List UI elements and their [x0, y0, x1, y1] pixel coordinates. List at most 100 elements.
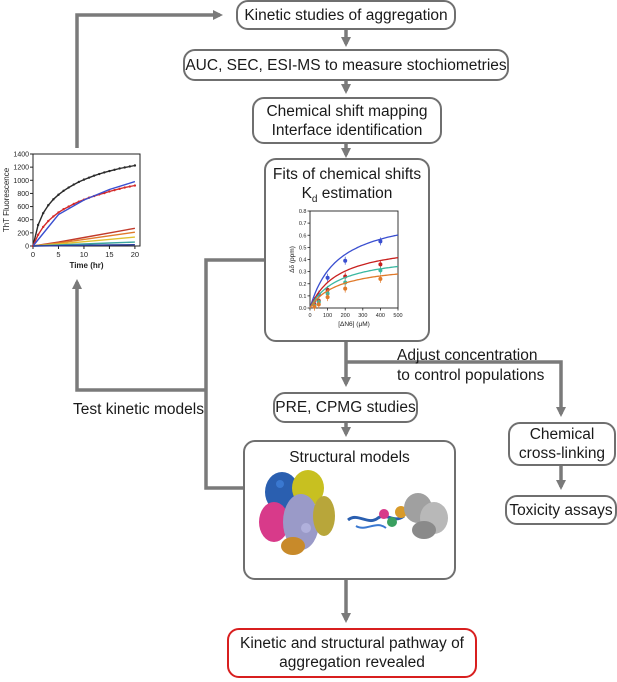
stoichiometry-box: AUC, SEC, ESI-MS to measure stochiometri…	[183, 49, 509, 81]
cs-point	[316, 302, 321, 307]
tht-point	[52, 215, 55, 218]
cs-fit-line	[309, 273, 399, 309]
fits-line1: Fits of chemical shifts	[272, 166, 422, 183]
cs-point	[325, 275, 330, 280]
kd-k: K	[301, 185, 312, 202]
final-line2: aggregation revealed	[279, 654, 425, 671]
tht-ylabel: ThT Fluorescence	[2, 167, 11, 232]
kinetic-studies-box: Kinetic studies of aggregation	[236, 0, 456, 30]
cs-ytick-label: 0.0	[299, 306, 307, 312]
tht-point	[118, 187, 121, 191]
fits-box: Fits of chemical shifts Kd estimation	[264, 158, 430, 342]
tht-ytick-label: 1200	[13, 165, 29, 172]
kinetic-studies-label: Kinetic studies of aggregation	[244, 6, 448, 24]
adjust-line2: to control populations	[397, 367, 545, 384]
cs-xtick-label: 300	[358, 313, 367, 319]
kd-estimation: Kd estimation	[302, 184, 393, 209]
arrow-test-kinetic	[72, 279, 206, 392]
cs-point	[325, 295, 330, 300]
tht-ytick-label: 0	[25, 244, 29, 251]
cs-xtick-label: 0	[308, 313, 311, 319]
tht-point	[123, 166, 126, 169]
tht-point	[41, 225, 45, 229]
tht-point	[36, 233, 40, 237]
tht-point	[108, 169, 111, 173]
tht-point	[52, 198, 55, 201]
tht-point	[108, 190, 111, 193]
cs-ytick-label: 0.2	[299, 282, 307, 288]
pre-cpmg-box: PRE, CPMG studies	[273, 392, 418, 423]
cs-fit-line	[309, 234, 399, 309]
tht-point	[113, 168, 116, 171]
tht-ytick-label: 600	[17, 204, 29, 211]
crosslink-line1: Chemical	[529, 426, 595, 443]
arrow-chart-to-kinetic	[75, 10, 223, 148]
tht-xtick-label: 15	[105, 250, 113, 259]
cs-fit-line	[309, 257, 399, 309]
cs-ytick-label: 0.4	[299, 258, 307, 264]
csm-line2: Interface identification	[271, 121, 423, 139]
toxicity-box: Toxicity assays	[505, 495, 617, 525]
tht-ytick-label: 1000	[13, 178, 29, 185]
cs-ytick-label: 0.8	[299, 209, 307, 215]
cs-ytick-label: 0.3	[299, 270, 307, 276]
structural-model-images	[259, 470, 448, 555]
test-kinetic-annotation: Test kinetic models	[73, 401, 204, 418]
cs-ytick-label: 0.5	[299, 245, 307, 251]
cs-ylabel: Δδ (ppm)	[289, 246, 296, 273]
tht-ytick-label: 200	[17, 230, 29, 237]
tht-point	[123, 186, 126, 189]
cs-xtick-label: 500	[393, 313, 402, 319]
cs-xlabel: [ΔN6] (μM)	[338, 321, 370, 328]
tht-point	[128, 185, 132, 188]
tht-point	[67, 186, 70, 189]
tht-point	[77, 180, 81, 184]
pre-cpmg-label: PRE, CPMG studies	[275, 399, 416, 416]
protein-complex-left	[259, 470, 335, 555]
tht-series-line	[32, 244, 135, 247]
tht-point	[72, 183, 75, 186]
tht-point	[57, 193, 60, 196]
csm-line1: Chemical shift mapping	[266, 102, 428, 120]
tht-series-line	[32, 180, 136, 247]
tht-point	[67, 205, 70, 208]
crosslinking-box: Chemical cross-linking	[508, 422, 616, 466]
cs-ytick-label: 0.7	[299, 221, 307, 227]
tht-point	[47, 219, 50, 223]
tht-point	[72, 202, 75, 206]
tht-point	[62, 189, 65, 192]
tht-point	[103, 171, 106, 174]
tht-xtick-label: 10	[80, 250, 88, 259]
cs-point	[378, 276, 383, 281]
cs-xtick-label: 200	[341, 313, 350, 319]
toxicity-label: Toxicity assays	[509, 501, 613, 519]
tht-ytick-label: 800	[17, 191, 29, 198]
tht-frame	[32, 153, 141, 247]
tht-point	[128, 165, 132, 168]
tht-ytick-label: 400	[17, 217, 29, 224]
cs-point	[378, 262, 383, 267]
tht-point	[133, 164, 137, 167]
cs-point	[378, 268, 383, 273]
tht-xtick-label: 0	[31, 250, 35, 259]
tht-point	[118, 167, 121, 170]
tht-point	[41, 211, 45, 215]
tht-point	[133, 184, 137, 187]
cs-fit-line	[309, 265, 399, 309]
adjust-annotation: Adjust concentration to control populati…	[397, 346, 544, 386]
cs-point	[312, 304, 317, 309]
tht-point	[57, 211, 60, 214]
tht-point	[92, 174, 96, 177]
tht-xlabel: Time (hr)	[69, 261, 103, 270]
cs-point	[343, 258, 348, 263]
tht-point	[36, 223, 40, 227]
tht-xtick-label: 20	[131, 250, 139, 259]
cs-point	[343, 286, 348, 291]
tht-xtick-label: 5	[56, 250, 60, 259]
arrow-fits-to-crosslink	[346, 360, 566, 417]
final-line1: Kinetic and structural pathway of	[239, 635, 464, 652]
tht-point	[87, 176, 91, 179]
